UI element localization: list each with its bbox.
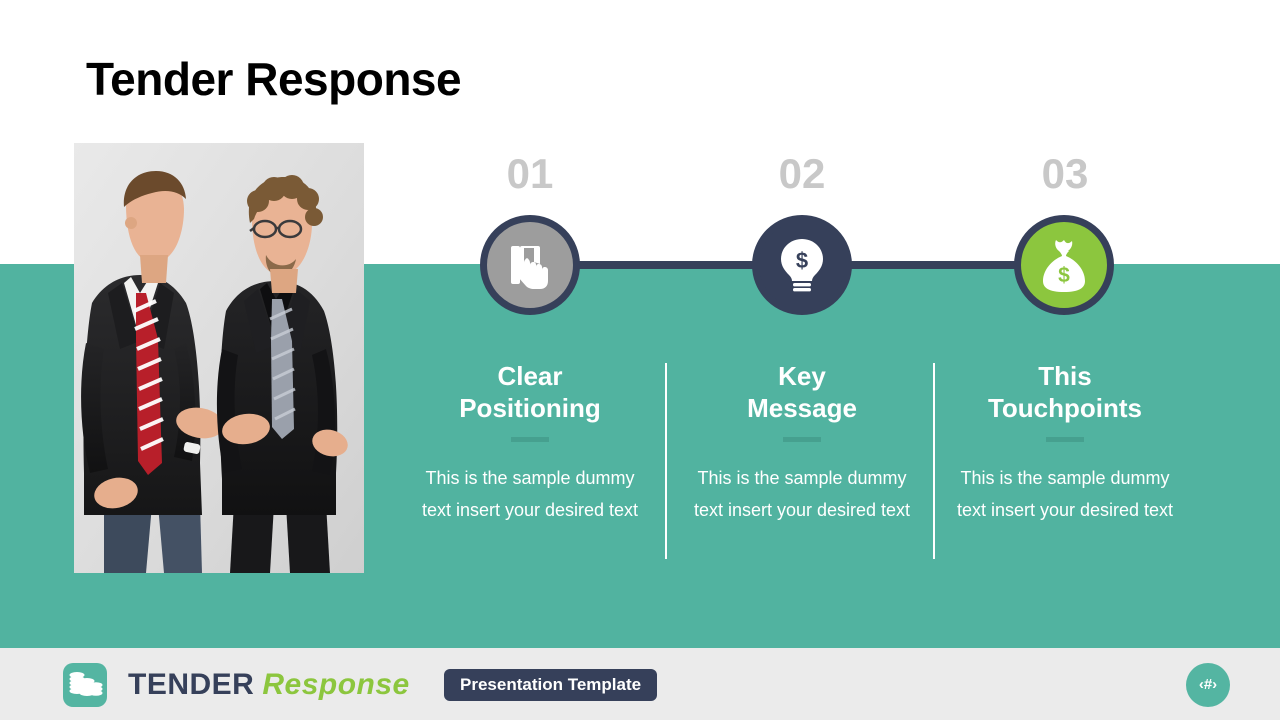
step-circle-03[interactable]: $ [1014,215,1114,315]
svg-text:$: $ [796,248,808,273]
column-divider-2 [933,363,935,559]
step-heading-01: Clear Positioning [459,361,601,423]
step-body-01: This is the sample dummy text insert you… [421,468,639,520]
hand-touch-icon [503,238,557,292]
column-divider-1 [665,363,667,559]
heading-dash-02 [783,437,821,442]
footer-logo-tile [63,663,107,707]
coin-stack-icon [69,672,103,696]
step-body-03: This is the sample dummy text insert you… [956,468,1174,520]
step-connector-line-1 [530,261,802,269]
step-heading-02: Key Message [747,361,857,423]
step-circle-01[interactable] [480,215,580,315]
step-column-03: This Touchpoints This is the sample dumm… [950,360,1180,526]
heading-dash-03 [1046,437,1084,442]
step-heading-03: This Touchpoints [987,361,1143,423]
page-title: Tender Response [86,53,462,105]
step-circle-02[interactable]: $ [752,215,852,315]
business-people-photo [74,143,364,573]
step-number-02: 02 [778,150,826,197]
step-column-02: Key Message This is the sample dummy tex… [687,360,917,526]
step-number-01: 01 [506,150,554,197]
presentation-template-badge: Presentation Template [444,669,658,701]
step-connector-line-2 [802,261,1065,269]
money-bag-icon: $ [1037,237,1091,293]
step-column-01: Clear Positioning This is the sample dum… [415,360,645,526]
footer-wordmark-secondary: Response [262,668,410,701]
step-number-03: 03 [1041,150,1089,197]
step-body-02: This is the sample dummy text insert you… [693,468,911,520]
svg-text:$: $ [1058,264,1070,287]
footer-wordmark-primary: TENDER [128,668,255,701]
lightbulb-dollar-icon: $ [777,237,827,293]
slide-number-badge: ‹#› [1186,663,1230,707]
heading-dash-01 [511,437,549,442]
